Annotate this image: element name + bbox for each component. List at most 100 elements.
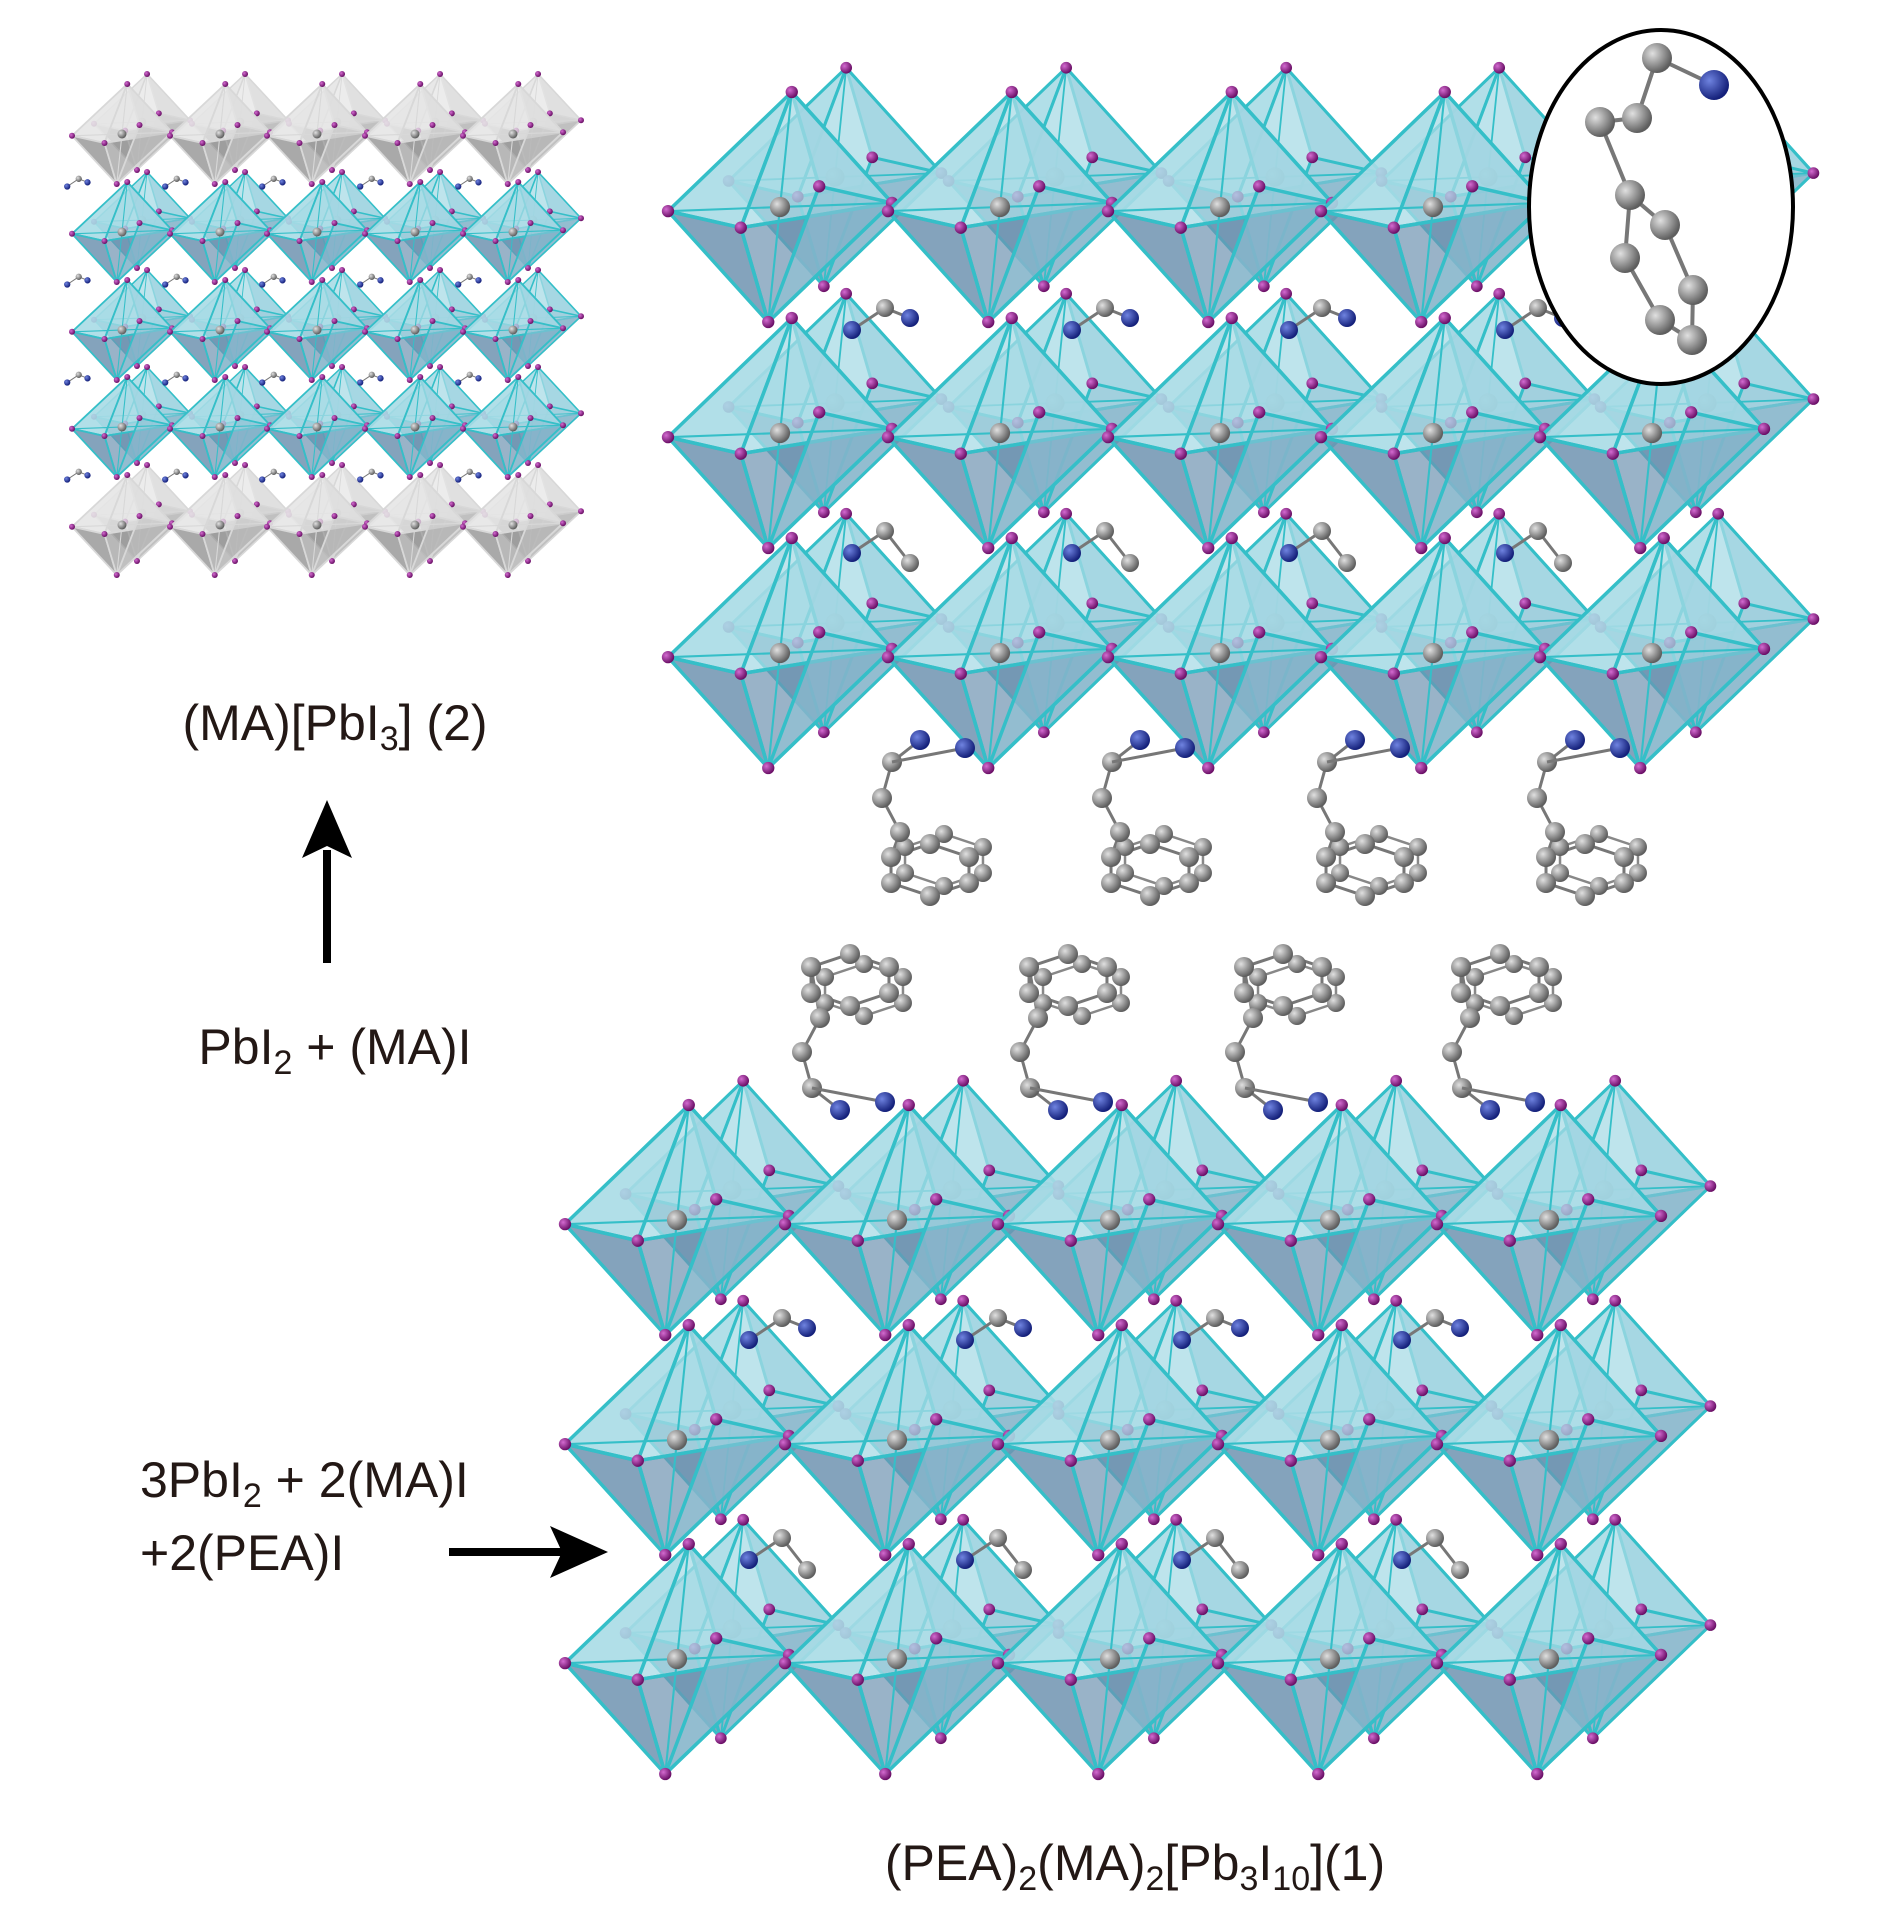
- nitrogen-atom: [1393, 1551, 1411, 1569]
- nitrogen-atom: [259, 281, 266, 288]
- nitrogen-atom: [357, 379, 364, 386]
- nitrogen-atom: [1173, 1551, 1191, 1569]
- iodine-atom: [1367, 1513, 1380, 1526]
- iodine-atom: [1284, 1673, 1297, 1686]
- carbon-atom: [1505, 955, 1523, 973]
- bond: [1461, 1086, 1536, 1104]
- iodine-atom: [1430, 1437, 1444, 1451]
- iodine-atom: [124, 374, 131, 380]
- iodine-atom: [339, 267, 346, 273]
- octahedron-face: [1096, 1636, 1224, 1776]
- nitrogen-atom: [162, 379, 169, 386]
- iodine-atom: [515, 179, 522, 185]
- iodine-atom: [101, 531, 108, 537]
- iodine-atom: [631, 1234, 644, 1247]
- pbi6-octahedron: [167, 179, 273, 285]
- iodine-atom: [101, 336, 108, 342]
- carbon-atom: [1529, 299, 1547, 317]
- iodine-atom: [1807, 613, 1820, 625]
- iodine-atom: [429, 415, 436, 421]
- lead-atom: [410, 520, 420, 530]
- nitrogen-atom: [1173, 1331, 1191, 1349]
- iodine-atom: [1586, 1293, 1599, 1306]
- iodine-atom: [1609, 1074, 1622, 1087]
- nitrogen-atom: [162, 281, 169, 288]
- iodine-atom: [1582, 1632, 1595, 1645]
- carbon-atom: [368, 273, 375, 280]
- carbon-atom: [1393, 847, 1414, 867]
- iodine-atom: [558, 1437, 572, 1451]
- octahedron-face: [1206, 410, 1334, 550]
- iodine-atom: [1314, 204, 1328, 218]
- iodine-atom: [406, 181, 413, 187]
- iodine-atom: [113, 474, 120, 480]
- iodine-atom: [155, 208, 162, 215]
- iodine-atom: [492, 531, 499, 537]
- methylammonium-cation: [162, 175, 189, 190]
- methylammonium-cation: [740, 1529, 816, 1579]
- methylammonium-cation: [1496, 522, 1572, 572]
- octahedron-face: [986, 410, 1114, 550]
- iodine-atom: [339, 364, 346, 370]
- carbon-atom: [1096, 299, 1114, 317]
- iodine-atom: [714, 1513, 727, 1526]
- methylammonium-cation: [1280, 522, 1356, 572]
- iodine-atom: [954, 221, 967, 234]
- iodine-atom: [515, 374, 522, 380]
- iodine-atom: [1257, 280, 1270, 293]
- iodine-atom: [167, 328, 173, 335]
- iodine-atom: [578, 313, 584, 320]
- iodine-atom: [167, 523, 173, 530]
- iodine-atom: [881, 430, 895, 444]
- carbon-atom: [1326, 968, 1345, 986]
- nitrogen-atom: [1480, 1100, 1500, 1120]
- methylammonium-cation: [64, 371, 91, 386]
- carbon-atom: [1527, 788, 1547, 808]
- carbon-atom: [1101, 873, 1122, 893]
- octahedron-face: [883, 1417, 1011, 1557]
- lead-atom: [1319, 1209, 1341, 1231]
- lead-atom: [410, 325, 420, 335]
- iodine-atom: [1531, 1328, 1544, 1342]
- mapbi3-crystal-structure: [64, 71, 584, 578]
- iodine-atom: [1654, 1648, 1668, 1662]
- lead-atom: [1422, 642, 1444, 664]
- phenethylammonium-cation: [1225, 944, 1345, 1120]
- carbon-atom: [1505, 1007, 1523, 1025]
- lead-atom: [215, 520, 225, 530]
- iodine-atom: [1312, 1328, 1325, 1342]
- octahedron-face: [213, 124, 271, 185]
- carbon-atom: [1460, 1008, 1480, 1028]
- octahedron-face: [663, 1197, 791, 1337]
- nitrogen-atom: [455, 183, 462, 190]
- iodine-atom: [69, 328, 75, 335]
- carbon-atom: [1316, 873, 1337, 893]
- iodine-atom: [437, 462, 444, 468]
- iodine-atom: [394, 238, 401, 244]
- octahedron-face: [213, 320, 271, 381]
- methylammonium-cation: [357, 468, 384, 483]
- formula-text: I: [1258, 1835, 1273, 1891]
- nitrogen-atom: [377, 179, 384, 186]
- iodine-atom: [527, 122, 534, 128]
- octahedron-face: [213, 417, 271, 478]
- iodine-atom: [406, 279, 413, 285]
- iodine-atom: [448, 110, 455, 117]
- iodine-atom: [578, 410, 584, 417]
- iodine-atom: [350, 403, 357, 410]
- carbon-atom: [973, 838, 992, 856]
- lead-atom: [1422, 196, 1444, 218]
- iodine-atom: [957, 1074, 970, 1087]
- iodine-atom: [659, 1767, 672, 1781]
- iodine-atom: [558, 1217, 572, 1231]
- nitrogen-atom: [475, 472, 482, 479]
- iodine-atom: [264, 523, 270, 530]
- iodine-atom: [155, 110, 162, 117]
- methylammonium-cation: [843, 299, 919, 339]
- iodine-atom: [902, 1098, 915, 1112]
- iodine-atom: [1466, 626, 1479, 639]
- phenethylammonium-cation: [1307, 730, 1427, 906]
- iodine-atom: [1280, 61, 1293, 74]
- lead-atom: [1538, 1209, 1560, 1231]
- nitrogen-atom: [1280, 544, 1298, 562]
